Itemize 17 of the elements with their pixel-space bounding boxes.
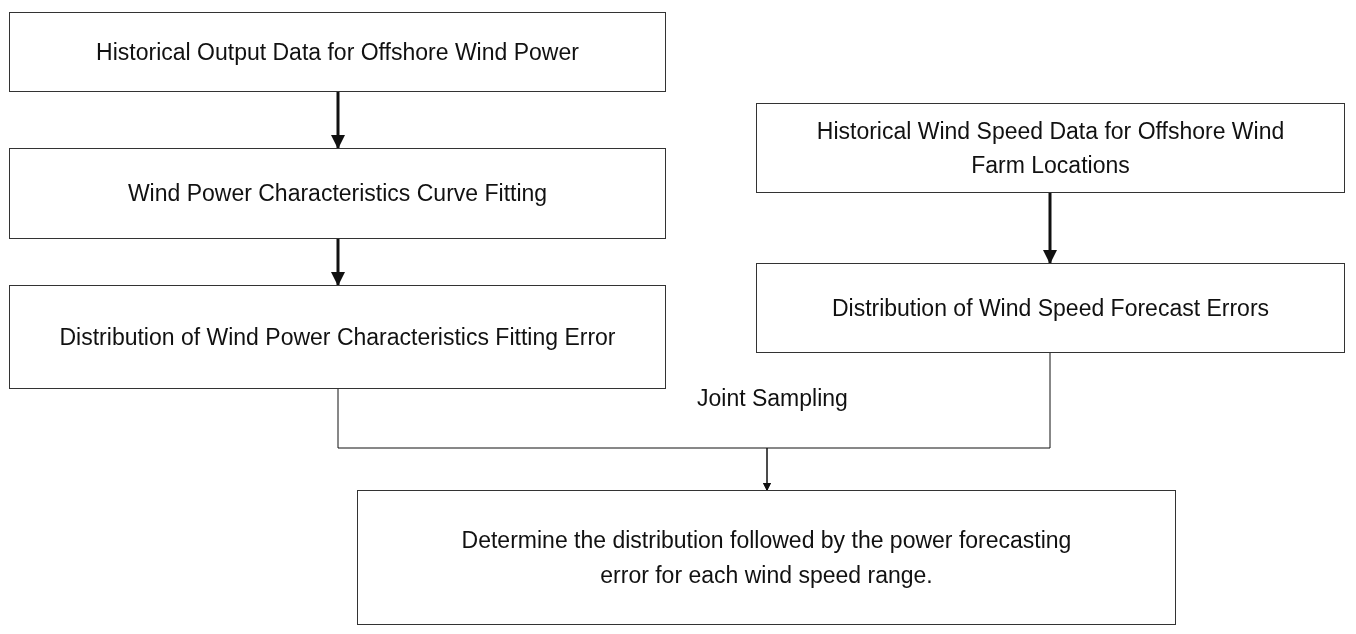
process-box <box>9 12 666 92</box>
process-box <box>756 263 1345 353</box>
box-text: Distribution of Wind Power Characteristics Fitting Error <box>59 322 616 352</box>
arrow <box>1043 193 1057 264</box>
box-text: Distribution of Wind Speed Forecast Errors <box>831 293 1270 323</box>
process-box <box>9 285 666 389</box>
arrow <box>331 92 345 149</box>
box-text: Wind Power Characteristics Curve Fitting <box>127 179 548 209</box>
box-text: Determine the distribution followed by the power forecasting error for each wind speed range. <box>460 526 1073 590</box>
box-text: Historical Wind Speed Data for Offshore Wind Farm Locations <box>815 116 1286 180</box>
process-box <box>9 148 666 239</box>
box-text: Historical Output Data for Offshore Wind Power <box>96 37 579 67</box>
process-box <box>756 103 1345 193</box>
process-box <box>357 490 1176 625</box>
joint-sampling-note: Joint Sampling <box>697 385 848 412</box>
arrow <box>331 239 345 286</box>
arrow <box>763 352 1051 491</box>
